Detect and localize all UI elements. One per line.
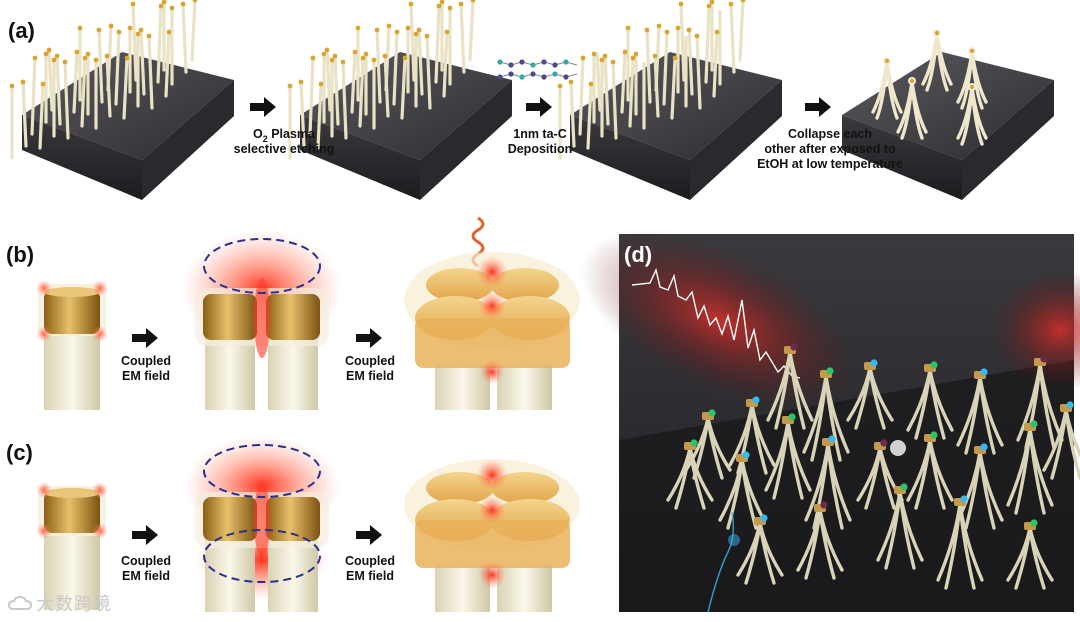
c-single-pillar	[36, 482, 108, 610]
step1-caption-line2: selective etching	[234, 142, 335, 156]
c-pillar-cluster	[404, 459, 580, 612]
c-coupled-2-line2: EM field	[346, 569, 394, 583]
ta-c-molecule-icon	[497, 59, 578, 80]
watermark-text: 大数跨境	[36, 594, 112, 615]
c-coupled-2-line1: Coupled	[345, 554, 395, 568]
process-arrow-1	[250, 97, 276, 117]
substrate-2	[287, 0, 512, 200]
step1-caption-line1: O2 Plasma	[253, 127, 316, 144]
step3-caption-line2: other after exposed to	[764, 142, 896, 156]
c-pillar-pair	[184, 436, 340, 612]
b-pillar-pair	[182, 230, 342, 410]
b-coupled-1-line1: Coupled	[121, 354, 171, 368]
panel-a-substrates	[9, 0, 1054, 200]
blue-signal-trace	[707, 511, 735, 613]
raman-spectrum-trace	[631, 267, 801, 379]
panel-c-label: (c)	[6, 440, 33, 465]
step3-caption-line3: EtOH at low temperature	[757, 157, 903, 171]
watermark: 大数跨境	[8, 590, 112, 616]
cloud-logo-icon	[8, 595, 33, 610]
substrate-4	[842, 29, 1054, 200]
process-arrow-3	[805, 97, 831, 117]
b-pillar-cluster	[404, 216, 580, 410]
step2-caption-line1: 1nm ta-C	[513, 127, 566, 141]
panel-d-label: (d)	[624, 242, 652, 267]
c-hotspot-ellipse-top	[203, 444, 321, 498]
panel-b-label: (b)	[6, 242, 34, 267]
c-coupled-1-line2: EM field	[122, 569, 170, 583]
b-coupled-2-line1: Coupled	[345, 354, 395, 368]
b-single-pillar	[36, 280, 108, 410]
b-coupled-1-line2: EM field	[122, 369, 170, 383]
panel-a-label: (a)	[8, 18, 35, 43]
b-arrow-1	[132, 328, 158, 348]
c-coupled-1-line1: Coupled	[121, 554, 171, 568]
process-arrow-2	[526, 97, 552, 117]
b-arrow-2	[356, 328, 382, 348]
c-arrow-1	[132, 525, 158, 545]
c-arrow-2	[356, 525, 382, 545]
b-hotspot-ellipse	[203, 238, 321, 294]
c-hotspot-ellipse-bottom	[203, 529, 321, 583]
substrate-3	[557, 0, 782, 200]
panel-d	[580, 230, 1080, 613]
step3-caption-line1: Collapse each	[788, 127, 872, 141]
b-coupled-2-line2: EM field	[346, 369, 394, 383]
step2-caption-line2: Deposition	[508, 142, 573, 156]
substrate-1	[9, 0, 234, 200]
